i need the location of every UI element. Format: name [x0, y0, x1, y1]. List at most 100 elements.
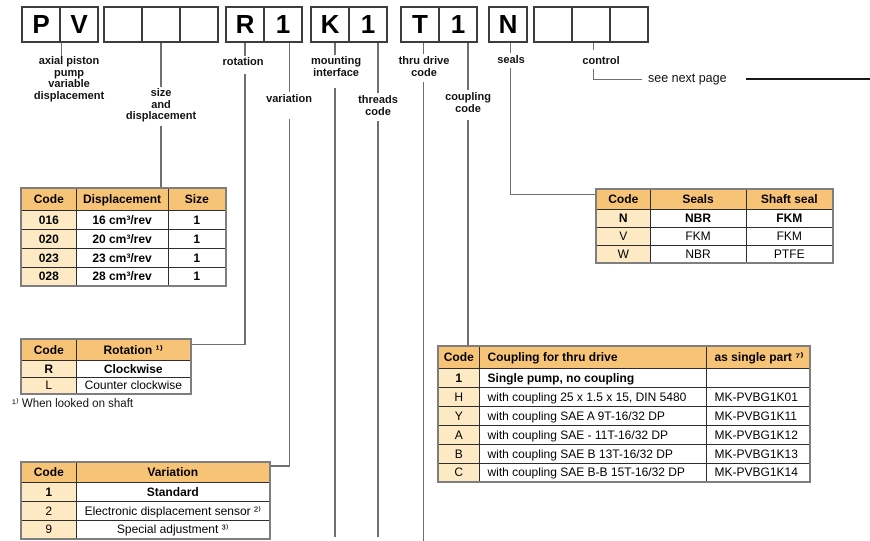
code-cell: P	[32, 9, 50, 39]
table-cell: B	[437, 443, 480, 464]
table-cell: 1	[167, 266, 227, 287]
label-line: seals	[497, 54, 525, 66]
code-cell: N	[498, 9, 518, 39]
table-cell: R	[20, 359, 77, 378]
code-cell: K	[320, 9, 340, 39]
table-cell: 2	[20, 500, 77, 521]
table-cell: Standard	[75, 481, 271, 502]
table-cell: with coupling SAE A 9T-16/32 DP	[478, 405, 707, 426]
see-next-page-rule	[746, 78, 870, 80]
table-cell: 9	[20, 519, 77, 540]
code-cell: 1	[438, 8, 476, 41]
column-header: Size	[167, 187, 227, 211]
label-line: size	[150, 87, 172, 99]
table-cell: Y	[437, 405, 480, 426]
label-line: variable	[48, 78, 90, 90]
code-cell: V	[59, 8, 97, 41]
table-cell: Clockwise	[75, 359, 192, 378]
table-cell: C	[437, 462, 480, 483]
label-line: code	[455, 102, 481, 115]
label-line: pump	[54, 66, 84, 79]
column-header: Variation	[75, 461, 271, 483]
column-header: Shaft seal	[745, 188, 834, 210]
code-cell: 1	[348, 8, 386, 41]
table-cell: with coupling SAE - 11T-16/32 DP	[478, 424, 707, 445]
table-cell: 28 cm³/rev	[75, 266, 169, 287]
connector-line	[160, 126, 162, 188]
table-cell: FKM	[745, 226, 834, 246]
label-line: thru drive	[398, 55, 450, 67]
connector-line	[422, 82, 425, 541]
connector-line	[334, 88, 336, 537]
label-line: threads	[358, 94, 398, 106]
see-next-page-note: see next page	[648, 71, 727, 85]
connector-line	[592, 43, 595, 50]
table-cell: W	[595, 244, 651, 264]
column-header: Seals	[649, 188, 747, 210]
table-cell: 023	[20, 247, 77, 268]
table-cell: V	[595, 226, 651, 246]
table-cell: PTFE	[745, 244, 834, 264]
connector-line	[288, 119, 291, 466]
table-cell: 028	[20, 266, 77, 287]
table-cell: 1	[167, 228, 227, 249]
label-control: control	[582, 55, 619, 68]
connector-line	[509, 68, 512, 194]
table-cell: 016	[20, 209, 77, 230]
code-cell: 1	[263, 8, 301, 41]
table-cell: L	[20, 376, 77, 395]
table-cell: with coupling SAE B-B 15T-16/32 DP	[478, 462, 707, 483]
code-box-group-control	[533, 6, 649, 43]
connector-line	[509, 43, 512, 53]
table-cell	[705, 367, 811, 388]
rotation-footnote: ¹⁾ When looked on shaft	[12, 398, 134, 410]
connector-line	[592, 78, 642, 80]
table-cell: MK-PVBG1K14	[705, 462, 811, 483]
connector-line	[160, 43, 162, 87]
code-cell-empty	[179, 8, 217, 41]
column-header: as single part ⁷⁾	[705, 345, 811, 369]
table-cell: 1	[20, 481, 77, 502]
column-header: Code	[595, 188, 651, 210]
label-line: displacement	[33, 89, 105, 102]
table-cell: 16 cm³/rev	[75, 209, 169, 230]
connector-line	[244, 43, 246, 56]
column-header: Coupling for thru drive	[478, 345, 707, 369]
table-cell: H	[437, 386, 480, 407]
code-cell-empty	[609, 8, 647, 41]
connector-line	[244, 74, 246, 345]
connector-line	[288, 43, 291, 92]
table-cell: MK-PVBG1K13	[705, 443, 811, 464]
connector-line	[60, 43, 63, 56]
table-cell: 20 cm³/rev	[75, 228, 169, 249]
table-cell: FKM	[745, 208, 834, 228]
table-cell: Special adjustment ³⁾	[75, 519, 271, 540]
connector-line	[268, 465, 290, 467]
code-box-group-size	[103, 6, 219, 43]
column-header: Code	[437, 345, 480, 369]
label-seals: seals	[497, 54, 525, 67]
table-cell: MK-PVBG1K11	[705, 405, 811, 426]
table-cell: 020	[20, 228, 77, 249]
